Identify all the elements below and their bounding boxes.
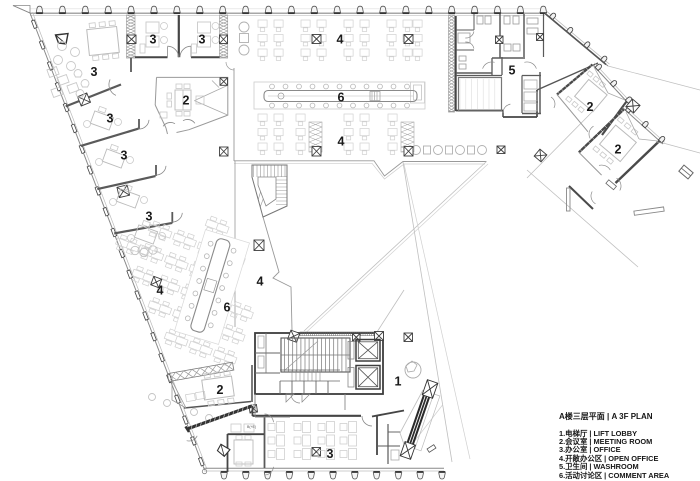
svg-text:6: 6 bbox=[338, 91, 345, 105]
svg-text:3: 3 bbox=[327, 447, 334, 461]
svg-text:3: 3 bbox=[199, 33, 206, 47]
svg-text:3: 3 bbox=[91, 65, 98, 79]
svg-text:4: 4 bbox=[157, 284, 164, 298]
svg-text:3: 3 bbox=[146, 210, 153, 224]
svg-text:4: 4 bbox=[257, 275, 264, 289]
svg-text:6: 6 bbox=[224, 301, 231, 315]
svg-text:4: 4 bbox=[337, 33, 344, 47]
svg-text:3: 3 bbox=[107, 112, 114, 126]
svg-text:2: 2 bbox=[217, 383, 224, 397]
svg-text:4: 4 bbox=[338, 135, 345, 149]
svg-text:2: 2 bbox=[615, 143, 622, 157]
svg-text:2: 2 bbox=[183, 94, 190, 108]
svg-text:2: 2 bbox=[587, 100, 594, 114]
svg-text:5: 5 bbox=[509, 64, 516, 78]
svg-text:1: 1 bbox=[395, 375, 402, 389]
svg-text:3: 3 bbox=[150, 33, 157, 47]
svg-text:3: 3 bbox=[121, 149, 128, 163]
svg-text:B(+E): B(+E) bbox=[247, 425, 256, 429]
